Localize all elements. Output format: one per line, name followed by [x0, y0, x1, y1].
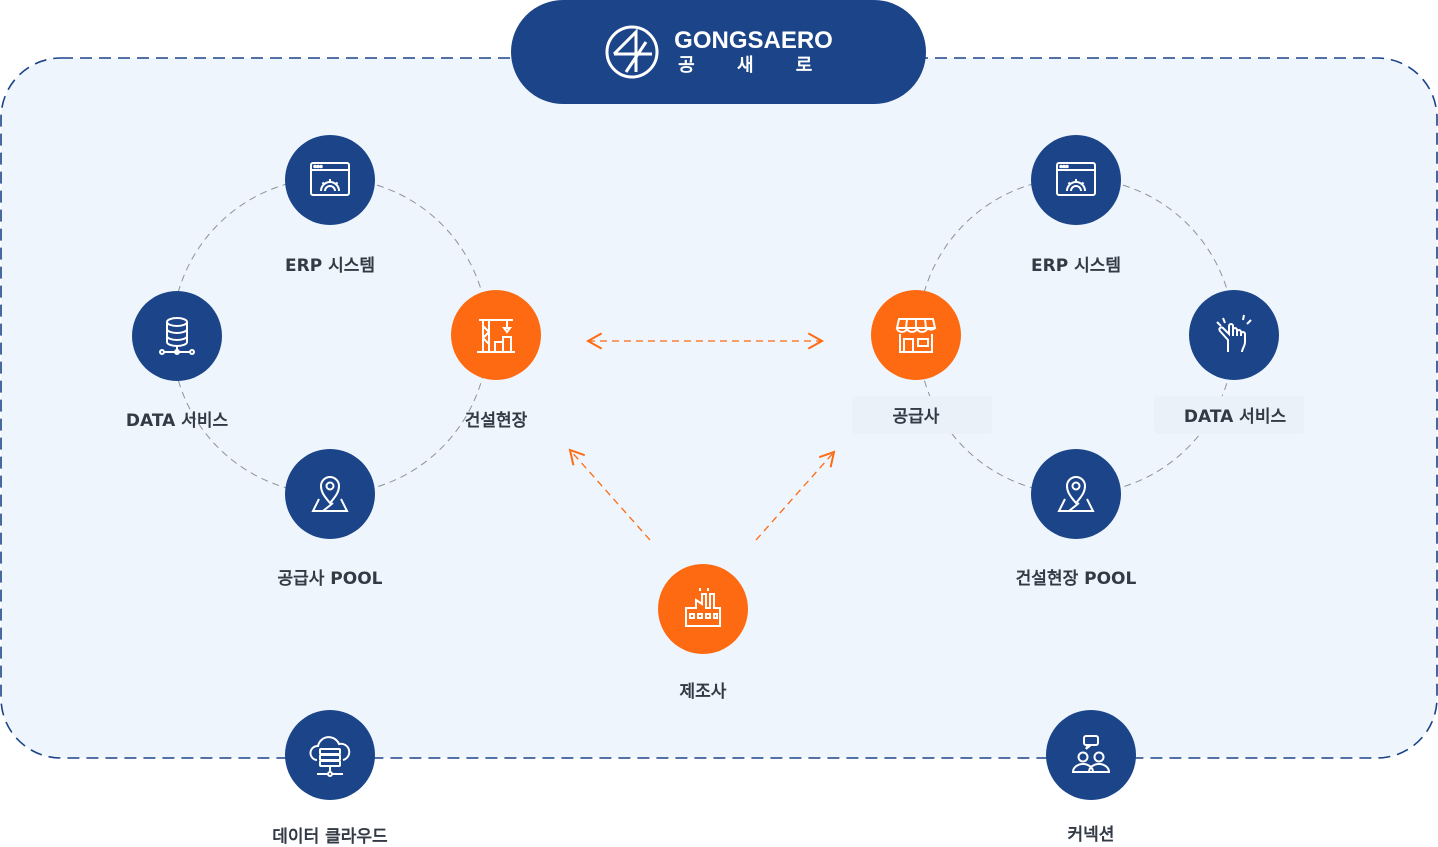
gongsaero-logo-icon [605, 25, 659, 79]
manufacturer-site-arrow [568, 448, 651, 541]
database-icon [159, 317, 195, 355]
right-data-node[interactable] [1189, 290, 1279, 380]
right-erp-node[interactable] [1031, 135, 1121, 225]
logo-name-en: GONGSAERO [674, 27, 833, 54]
manufacturer-supplier-arrow [755, 450, 836, 541]
cloud-label: 데이터 클라우드 [272, 827, 388, 847]
manufacturer-label: 제조사 [679, 682, 727, 702]
left-site-node[interactable] [451, 290, 541, 380]
map-pin-icon [1057, 476, 1095, 512]
people-chat-icon [1071, 735, 1111, 773]
hands-icon [1216, 314, 1252, 353]
cloud-node[interactable] [285, 710, 375, 800]
right-erp-label: ERP 시스템 [1030, 256, 1121, 276]
cloud-server-icon [309, 736, 351, 777]
right-supplier-node[interactable] [871, 290, 961, 380]
right-supplier-label: 공급사 [892, 407, 940, 427]
left-erp-node[interactable] [285, 135, 375, 225]
left-data-label: DATA 서비스 [125, 411, 229, 431]
right-pool-label: 건설현장 POOL [1015, 569, 1137, 589]
left-erp-label: ERP 시스템 [284, 256, 375, 276]
logo-name-ko: 공 새 로 [678, 55, 831, 76]
connection-label: 커넥션 [1067, 825, 1115, 845]
left-pool-node[interactable] [285, 449, 375, 539]
storefront-icon [895, 318, 937, 353]
right-supplier-label-bg [852, 396, 992, 434]
erp-window-gear-icon [1056, 162, 1096, 196]
right-data-label: DATA 서비스 [1183, 407, 1287, 427]
right-pool-node[interactable] [1031, 449, 1121, 539]
construction-crane-icon [477, 319, 515, 353]
left-data-node[interactable] [132, 291, 222, 381]
connection-node[interactable] [1046, 710, 1136, 800]
map-pin-icon [311, 476, 349, 512]
left-pool-label: 공급사 POOL [277, 569, 383, 589]
factory-icon [685, 588, 721, 627]
erp-window-gear-icon [310, 162, 350, 196]
left-site-label: 건설현장 [464, 411, 528, 431]
logo-banner[interactable]: GONGSAERO 공 새 로 [511, 0, 926, 104]
manufacturer-node[interactable] [658, 564, 748, 654]
right-data-label-bg [1154, 396, 1304, 434]
